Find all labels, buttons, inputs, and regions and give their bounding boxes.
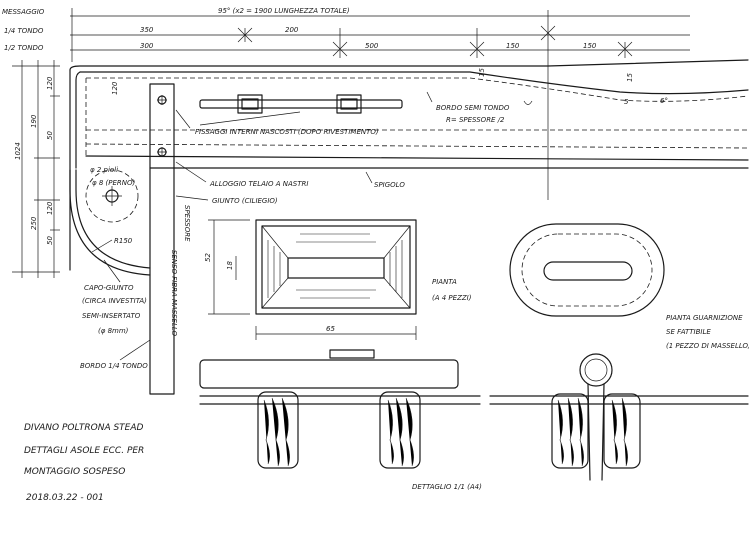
r150-label: R150 — [114, 237, 133, 245]
dim-150-a: 150 — [506, 42, 520, 50]
fixing-block-left-inner — [241, 98, 259, 110]
rod-cap — [329, 349, 375, 359]
guarnizione-oval: PIANTA GUARNIZIONE SE FATTIBILE (1 PEZZO… — [509, 223, 749, 350]
dim-50-b: 50 — [46, 236, 54, 245]
oval-outer — [509, 223, 665, 317]
spessore-label: SPESSORE — [183, 205, 191, 242]
rod — [199, 359, 459, 389]
dim-190: 190 — [30, 114, 38, 128]
pianta-qty: (A 4 PEZZI) — [432, 294, 472, 302]
angle-label: 6° — [660, 97, 668, 105]
raggio-label: R= SPESSORE /2 — [446, 116, 505, 124]
oval-slot — [543, 261, 633, 281]
dim-500: 500 — [365, 42, 379, 50]
dim-250: 250 — [30, 216, 38, 230]
section-rod — [199, 349, 481, 469]
dim-right-15a: 15 — [478, 68, 486, 77]
dim-50-a: 50 — [46, 131, 54, 140]
block-outer-inner — [261, 225, 411, 309]
capo-giunto-sub-label: (CIRCA INVESTITA) — [82, 297, 147, 305]
row-label-half-round: 1/2 TONDO — [4, 44, 44, 52]
pianta-label: PIANTA — [432, 278, 457, 286]
dim-300: 300 — [140, 42, 154, 50]
fixing-block-left — [237, 94, 263, 114]
dim-200: 200 — [285, 26, 299, 34]
corner-joint: φ 2 pioli φ 8 (PERNO) R150 — [69, 166, 151, 276]
total-length-label: 95° (x2 = 1900 LUNGHEZZA TOTALE) — [218, 7, 350, 15]
bordo-quarter-label: BORDO 1/4 TONDO — [80, 362, 148, 370]
dim-120-b: 120 — [46, 201, 54, 215]
senso-fibra-label: SENSO FIBRA MASSELLO — [170, 250, 178, 337]
title-line1: DIVANO POLTRONA STEAD — [24, 423, 144, 433]
dim-right-5: 5 — [624, 98, 629, 106]
block-outer — [255, 219, 417, 315]
block-slot — [287, 257, 385, 279]
dim-350: 350 — [140, 26, 154, 34]
callouts: FISSAGGI INTERNI NASCOSTI (DOPO RIVESTIM… — [80, 109, 405, 370]
semi-inserto-label: SEMI-INSERTATO — [82, 312, 141, 320]
fissaggi-label: FISSAGGI INTERNI NASCOSTI (DOPO RIVESTIM… — [195, 128, 379, 136]
title-line3: MONTAGGIO SOSPESO — [24, 467, 125, 477]
guarnizione-line3: (1 PEZZO DI MASSELLO) — [666, 342, 749, 350]
dim-1024: 1024 — [14, 142, 22, 160]
title-block: DIVANO POLTRONA STEAD DETTAGLI ASOLE ECC… — [24, 423, 144, 503]
row-label-quarter-round: 1/4 TONDO — [4, 27, 44, 35]
fixing-block-right-inner — [340, 98, 358, 110]
vertical-post — [149, 83, 175, 395]
title-date: 2018.03.22 - 001 — [26, 493, 104, 503]
guarnizione-line2: SE FATTIBILE — [666, 328, 711, 336]
fixing-bar — [199, 99, 403, 109]
bead — [579, 353, 613, 387]
dim-left-120: 120 — [111, 81, 119, 95]
section-bead: DETTAGLIO 1/1 (A4) — [412, 353, 749, 491]
left-dimensions: 1024 190 250 120 50 50 120 — [12, 60, 60, 278]
foro-label-a: φ 2 pioli — [90, 166, 118, 174]
spigolo-label: SPIGOLO — [374, 181, 405, 189]
diam-8-label: (φ 8mm) — [98, 327, 129, 335]
foro-label-b: φ 8 (PERNO) — [92, 179, 136, 187]
giunto-label: GIUNTO (CILIEGIO) — [212, 197, 278, 205]
bordo-semi-tondo-label: BORDO SEMI TONDO — [436, 104, 510, 112]
oval-dashed — [521, 233, 653, 307]
pianta-dim-inner: 18 — [226, 261, 234, 270]
plan-view: 120 15 15 5 BORDO SEMI TONDO R= SPESSORE… — [69, 59, 749, 395]
pianta-block: 52 18 65 PIANTA (A 4 PEZZI) — [204, 219, 472, 340]
pianta-dim-h: 52 — [204, 253, 212, 262]
alloggio-label: ALLOGGIO TELAIO A NASTRI — [209, 180, 308, 188]
fixing-block-right — [336, 94, 362, 114]
title-line2: DETTAGLI ASOLE ECC. PER — [24, 446, 144, 456]
section-right-wall — [379, 391, 421, 469]
capo-giunto-label: CAPO-GIUNTO — [84, 284, 134, 292]
section-left-wall — [257, 391, 299, 469]
dim-120-a: 120 — [46, 76, 54, 90]
guarnizione-line1: PIANTA GUARNIZIONE — [666, 314, 743, 322]
dim-right-15b: 15 — [626, 73, 634, 82]
row-label-messaggio: MESSAGGIO — [2, 8, 45, 16]
dim-150-b: 150 — [583, 42, 597, 50]
dettaglio-label: DETTAGLIO 1/1 (A4) — [412, 483, 482, 491]
bead-left-wall — [551, 393, 589, 469]
bead-right-wall — [603, 393, 641, 469]
pianta-dim-w: 65 — [326, 325, 335, 333]
header-dimensions: MESSAGGIO 1/4 TONDO 1/2 TONDO 95° (x2 = … — [2, 7, 690, 200]
